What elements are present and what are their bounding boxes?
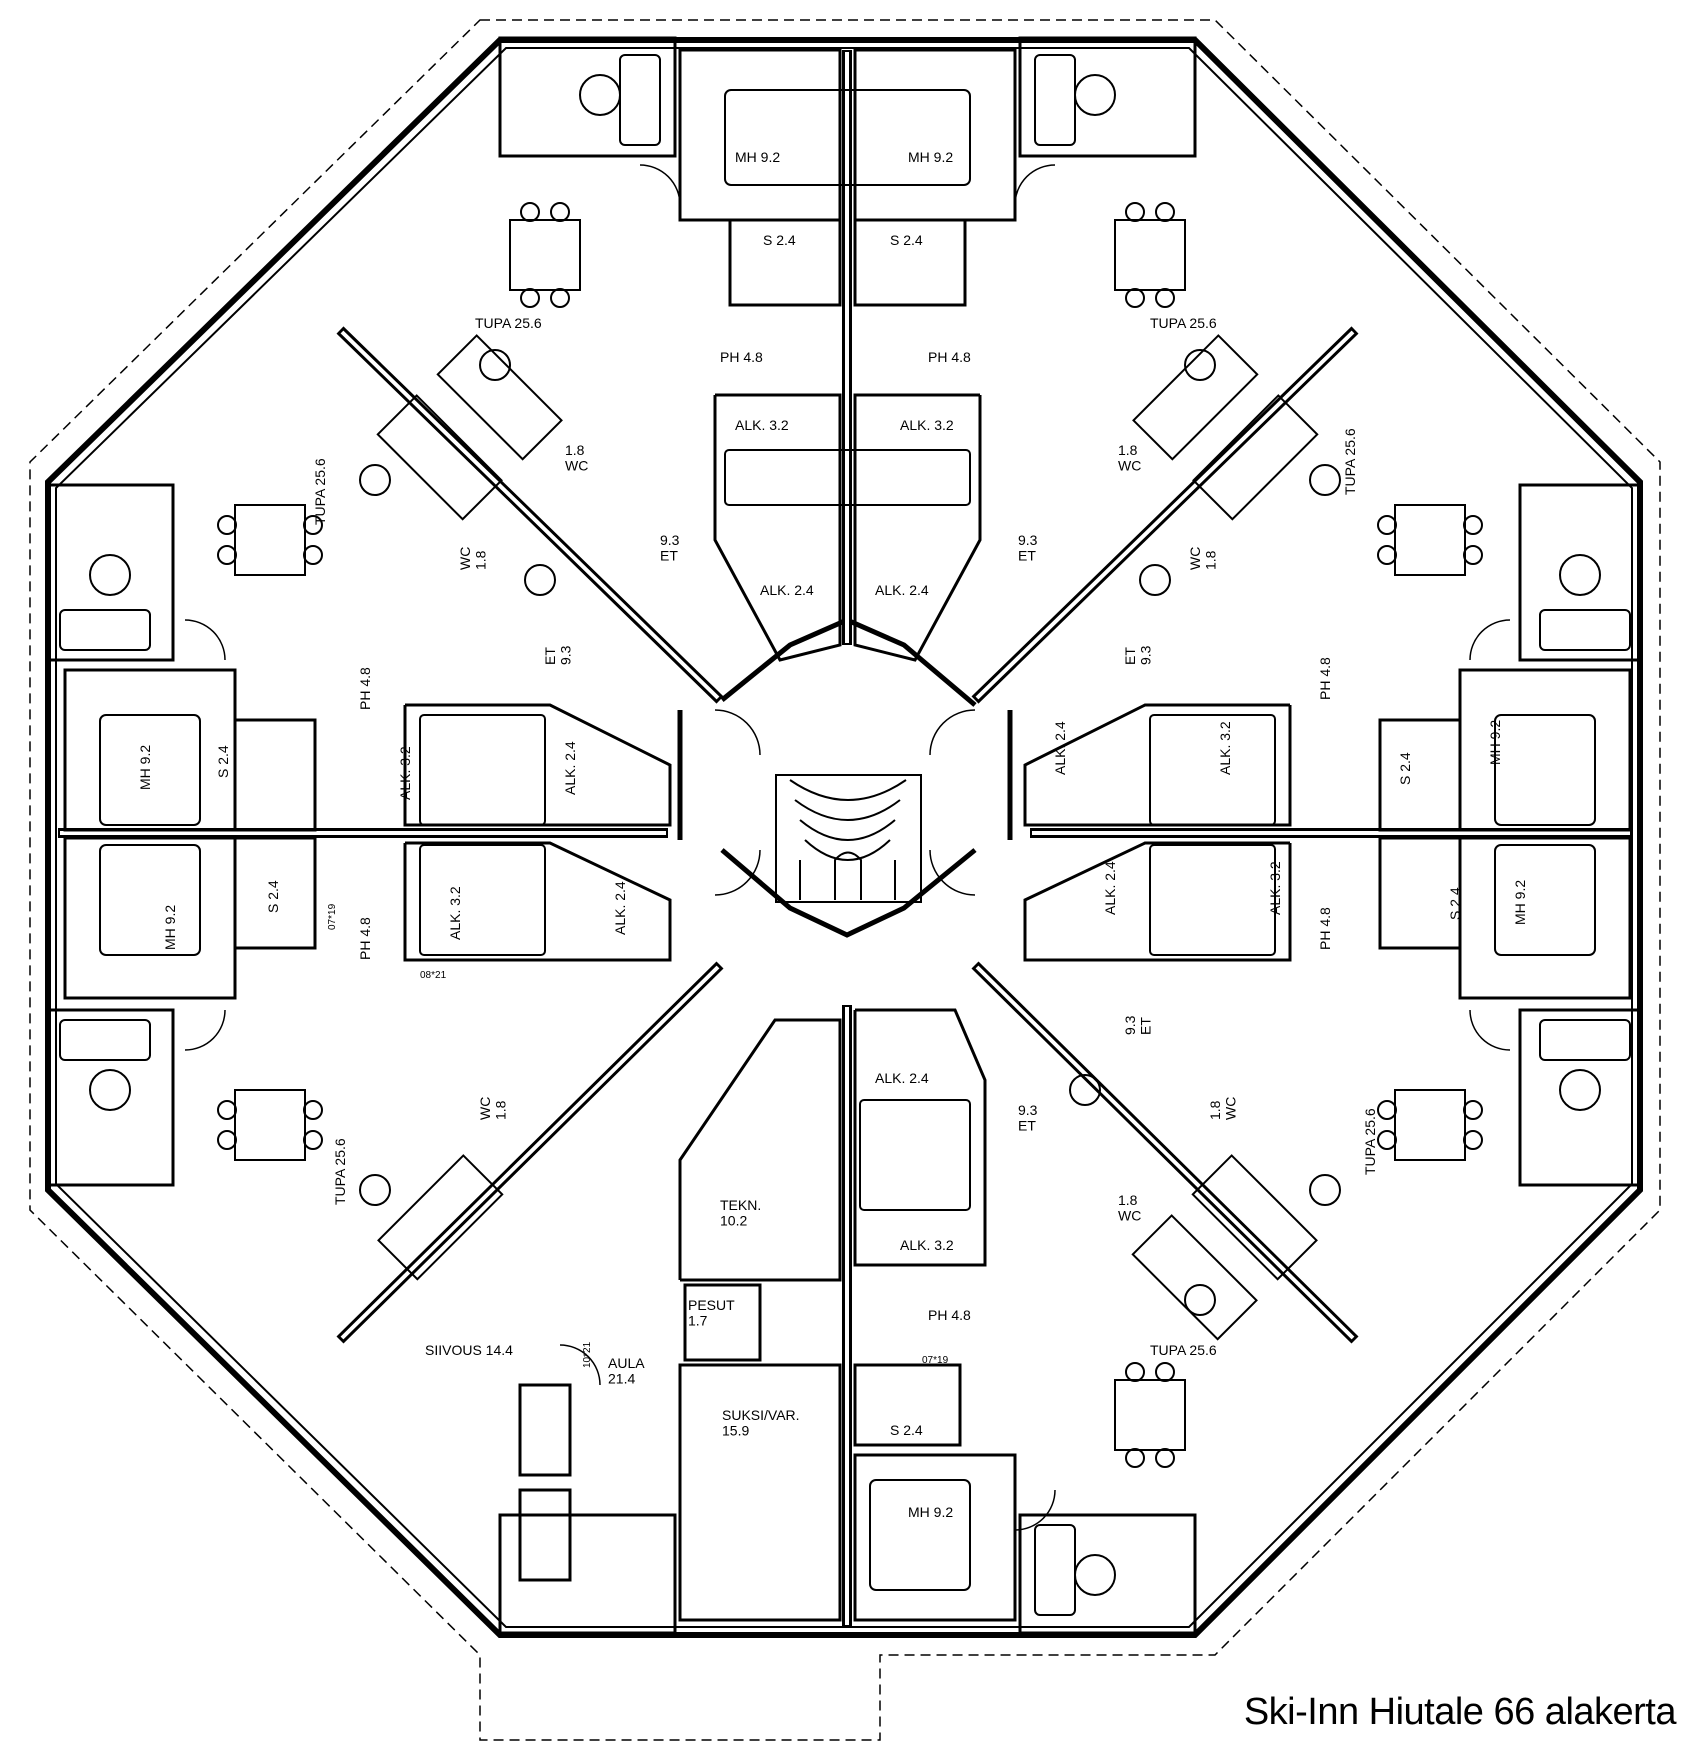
outer-wall [45,37,1643,1638]
label-s-u5: S 2.4 [1447,887,1463,920]
room-partitions [63,48,1632,1622]
label-tupa-u6: TUPA 25.6 [1150,1342,1217,1358]
balconies [46,36,1642,1635]
label-mh-u2: MH 9.2 [137,745,153,790]
coffee-tables [359,349,1341,1316]
label-suksi: SUKSI/VAR.15.9 [722,1407,800,1438]
label-et-u4: ET9.3 [1122,645,1153,665]
label-s-u3: S 2.4 [265,880,281,913]
drawing-caption: Ski-Inn Hiutale 66 alakerta [1243,1691,1677,1733]
label-wc-u4: WC1.8 [1187,547,1218,570]
label-alk-a-u4: ALK. 3.2 [1217,721,1233,775]
label-mh-u1: MH 9.2 [908,149,953,165]
label-tupa-u5: TUPA 25.6 [1362,1108,1378,1175]
label-tekn: TEKN.10.2 [720,1197,761,1228]
label-s-u4: S 2.4 [1397,752,1413,785]
label-alk-a-u1: ALK. 3.2 [900,417,954,433]
label-ph-u2: PH 4.8 [357,667,373,710]
balcony-furniture [59,54,1631,1616]
label-tupa-u0: TUPA 25.6 [475,315,542,331]
label-ph-u1: PH 4.8 [928,349,971,365]
sofas [376,334,1319,1341]
label-wc-u5: 1.8WC [1207,1097,1238,1120]
door-code-0: 07*19 [327,903,338,930]
door-swings [184,164,1511,1531]
label-mh-u4: MH 9.2 [1487,720,1503,765]
label-ph-u6: PH 4.8 [928,1307,971,1323]
label-mh-u0: MH 9.2 [735,149,780,165]
door-code-1: 08*21 [420,970,447,981]
site-outline [29,19,1661,1741]
label-alk-a-u2: ALK. 3.2 [397,746,413,800]
label-et-u2: ET9.3 [542,645,573,665]
label-alk-b-u3: ALK. 2.4 [612,881,628,935]
hall-walls [677,617,1013,938]
label-s-u2: S 2.4 [215,745,231,778]
label-alk-b-u6: ALK. 2.4 [875,1070,929,1086]
label-alk-b-u4: ALK. 2.4 [1052,721,1068,775]
label-tupa-u2: TUPA 25.6 [312,458,328,525]
label-s-u6: S 2.4 [890,1422,923,1438]
door-code-3: 10*21 [582,1341,593,1368]
label-mh-u6: MH 9.2 [908,1504,953,1520]
label-alk-b-u2: ALK. 2.4 [562,741,578,795]
label-wc-u2: WC1.8 [457,547,488,570]
label-siivous: SIIVOUS 14.4 [425,1342,513,1358]
label-alk-a-u6: ALK. 3.2 [900,1237,954,1253]
label-ph-u3: PH 4.8 [357,917,373,960]
room-labels: MH 9.2 S 2.4 PH 4.8 ALK. 3.2 ALK. 2.4 TU… [137,149,1528,1520]
label-wc-u3: WC1.8 [477,1097,508,1120]
label-tupa-u4: TUPA 25.6 [1342,428,1358,495]
radial-walls-inner [60,52,1630,1625]
label-alk-a-u5: ALK. 3.2 [1267,861,1283,915]
label-s-u0: S 2.4 [763,232,796,248]
label-tupa-u3: TUPA 25.6 [332,1138,348,1205]
label-et-u5: 9.3ET [1122,1015,1153,1035]
label-alk-a-u0: ALK. 3.2 [735,417,789,433]
outer-wall-inner [55,47,1633,1628]
label-s-u1: S 2.4 [890,232,923,248]
label-tupa-u1: TUPA 25.6 [1150,315,1217,331]
label-mh-u3: MH 9.2 [162,905,178,950]
label-ph-u5: PH 4.8 [1317,907,1333,950]
door-code-2: 07*19 [922,1355,949,1366]
label-mh-u5: MH 9.2 [1512,880,1528,925]
label-alk-b-u0: ALK. 2.4 [760,582,814,598]
label-ph-u4: PH 4.8 [1317,657,1333,700]
label-alk-b-u5: ALK. 2.4 [1102,861,1118,915]
beds [99,89,1596,1591]
label-alk-a-u3: ALK. 3.2 [447,886,463,940]
dining-tables [234,219,1466,1451]
staircase [775,774,922,903]
label-ph-u0: PH 4.8 [720,349,763,365]
dining-chairs [217,202,1483,1468]
label-alk-b-u1: ALK. 2.4 [875,582,929,598]
